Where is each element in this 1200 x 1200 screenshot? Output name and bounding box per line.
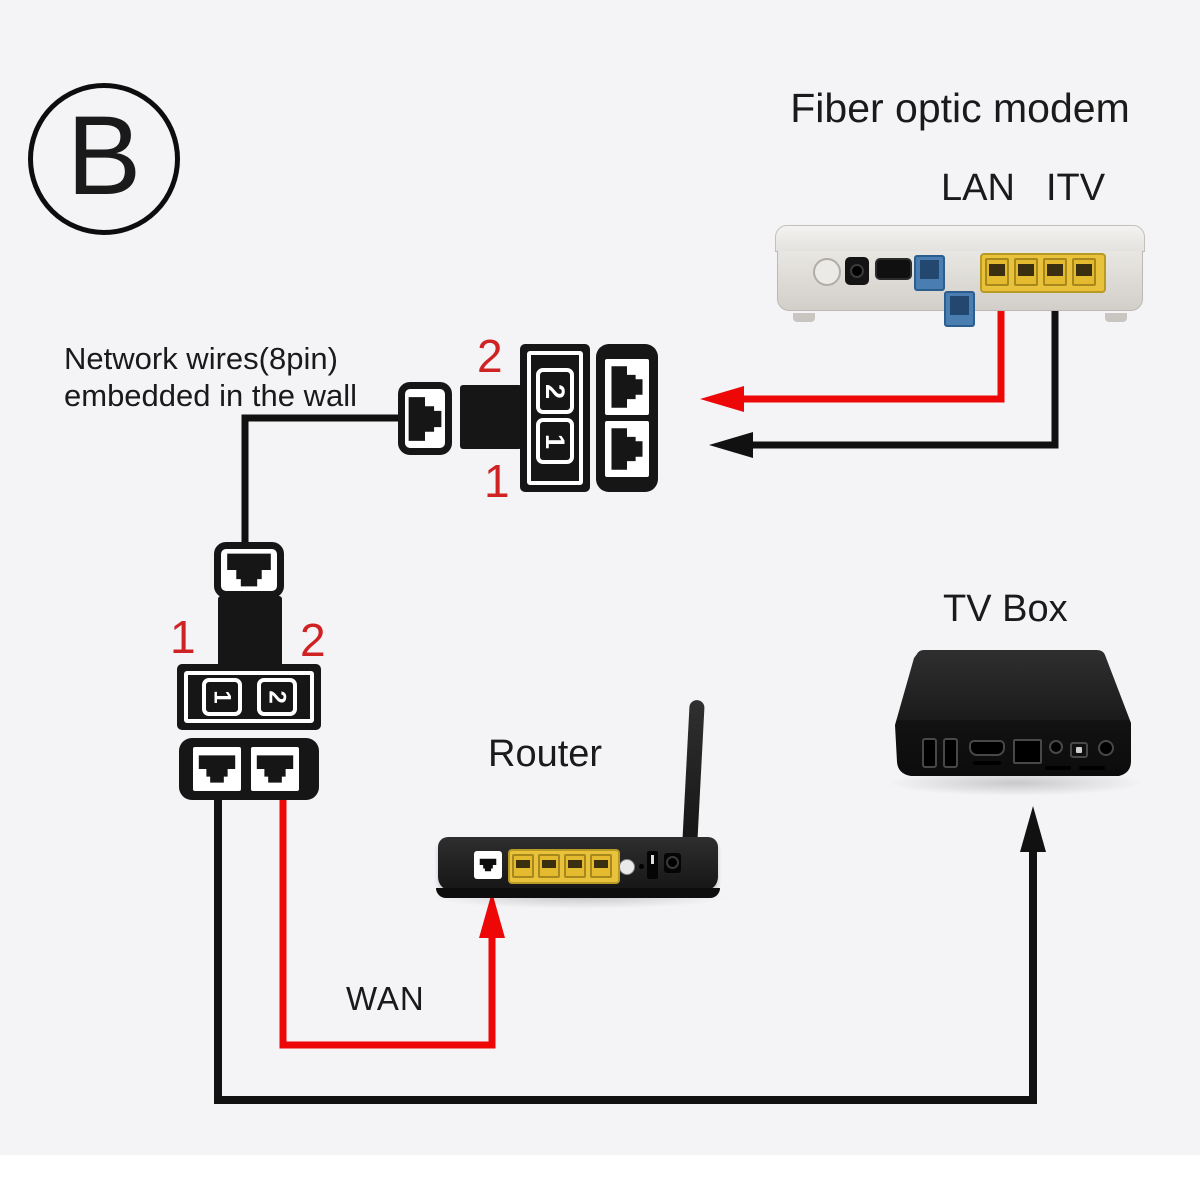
modem-dc-jack (845, 257, 869, 285)
router-dc-jack (664, 853, 681, 873)
splitter-a-port2-box: 2 (536, 368, 574, 414)
modem-top-bevel (775, 225, 1145, 252)
splitter-b-port1-number: 1 (208, 690, 236, 704)
itv-cable-black-arrowhead (709, 432, 753, 458)
modem-itv-port (1043, 258, 1067, 286)
lan-cable-red-arrowhead (700, 386, 744, 412)
tv-cable-black-arrowhead (1020, 806, 1046, 852)
modem-phone-port-1 (914, 255, 945, 291)
splitter-b-port2-number: 2 (263, 690, 291, 704)
wall-note-line1: Network wires(8pin) (64, 341, 338, 376)
modem-lan-port-4 (1072, 258, 1096, 286)
modem-itv-label: ITV (1046, 167, 1106, 209)
splitter-a-connector-body (460, 385, 522, 449)
tvbox (893, 645, 1133, 785)
router-lan-block (508, 849, 620, 884)
router-reset-hole (639, 864, 644, 869)
router-power-switch (647, 851, 658, 879)
modem-power-button (813, 258, 841, 286)
wall-jack-icon (398, 382, 452, 455)
router-title: Router (488, 733, 603, 775)
router-lan-port-1 (512, 854, 534, 878)
splitter-b-jack-2 (251, 747, 299, 791)
router-lan-port-3 (564, 854, 586, 878)
splitter-a-label-1: 1 (484, 455, 510, 507)
modem-foot-left (793, 313, 815, 322)
router-base (436, 888, 720, 898)
splitter-a-number-block: 2 1 (520, 344, 590, 492)
router-wps-button (619, 859, 635, 875)
router-lan-port-4 (590, 854, 612, 878)
tvbox-dc-jack (1098, 740, 1114, 756)
fiber-optic-modem (775, 225, 1145, 327)
splitter-b-jack-block (179, 738, 319, 800)
modem-lan-label: LAN (941, 167, 1015, 209)
splitter-b-port1-box: 1 (202, 678, 242, 716)
splitter-b-frame (184, 671, 314, 723)
splitter-a-port2-number: 2 (540, 383, 571, 399)
splitter-b-number-block: 1 2 (177, 664, 321, 730)
modem-ethernet-block (980, 253, 1106, 293)
router-wan-port (474, 851, 502, 879)
tvbox-audio-jack (1049, 740, 1063, 754)
modem-lan-port-1 (985, 258, 1009, 286)
splitter-a-jack-2 (605, 359, 649, 415)
modem-title: Fiber optic modem (790, 85, 1130, 131)
tvbox-hdmi-port (969, 740, 1005, 756)
router-lan-port-2 (538, 854, 560, 878)
splitter-a-port1-box: 1 (536, 418, 574, 464)
rj45-plug-down-icon (227, 553, 271, 587)
tvbox-vent-2 (1079, 766, 1105, 770)
tvbox-usb-port-2 (943, 738, 958, 768)
badge-letter: B (66, 93, 142, 218)
wall-cable (241, 414, 398, 546)
splitter-b-port2-box: 2 (257, 678, 297, 716)
rj45-plug-right-icon (408, 396, 442, 441)
wall-note: Network wires(8pin) embedded in the wall (64, 340, 357, 414)
modem-foot-right (1105, 313, 1127, 322)
tvbox-usb-port-1 (922, 738, 937, 768)
router (438, 837, 718, 891)
tvbox-ethernet-port (1013, 739, 1042, 764)
modem-usb-port (875, 258, 912, 280)
tvbox-optical-port (1070, 742, 1088, 758)
splitter-b-jack-1 (193, 747, 241, 791)
splitter-a-frame (527, 351, 583, 485)
splitter-b-connector-body (218, 596, 282, 668)
wall-note-line2: embedded in the wall (64, 378, 357, 413)
bottom-white-strip (0, 1155, 1200, 1200)
splitter-a-jack-1 (605, 421, 649, 477)
splitter-a-port1-number: 1 (540, 433, 571, 449)
tvbox-vent-1 (1045, 766, 1071, 770)
diagram-label-badge: B (28, 83, 180, 235)
tvbox-title: TV Box (943, 588, 1068, 630)
splitter-a-jack-block (596, 344, 658, 492)
splitter-b-label-1: 1 (170, 611, 196, 663)
modem-lan-port-2 (1014, 258, 1038, 286)
router-antenna (682, 699, 705, 846)
splitter-a-label-2: 2 (477, 330, 503, 382)
tvbox-hdmi-slot (973, 761, 1001, 765)
modem-phone-port-2 (944, 291, 975, 327)
wan-label: WAN (346, 980, 425, 1017)
splitter-b-input-jack-icon (214, 542, 284, 598)
splitter-b-label-2: 2 (300, 614, 326, 666)
